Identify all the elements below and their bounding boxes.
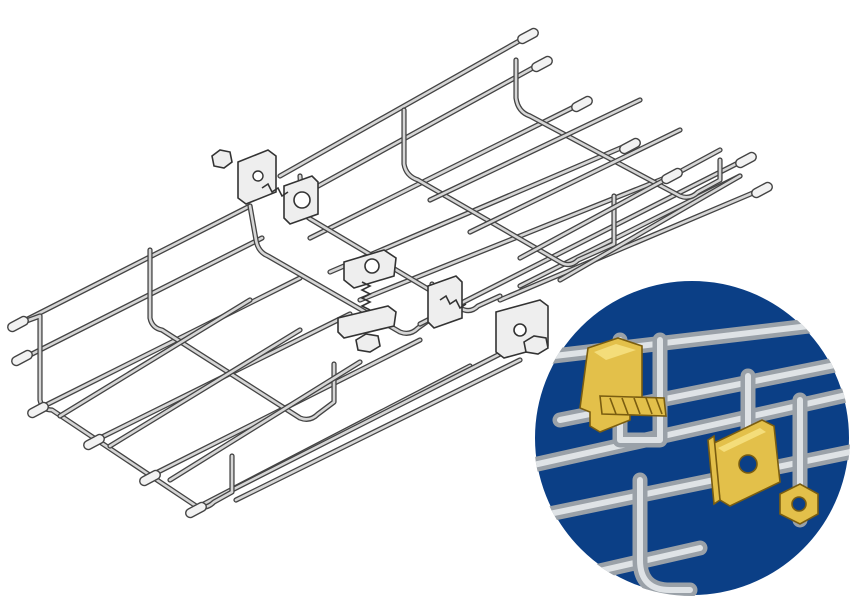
back-long-wire-5-highlight xyxy=(418,160,742,326)
back-wire-tip-4 xyxy=(661,167,683,185)
back-long-wire-0-highlight xyxy=(278,34,530,178)
back-cross-wire-1-highlight xyxy=(514,58,722,199)
back-cross-wire-0-highlight xyxy=(402,108,616,266)
front-wire-tip-2 xyxy=(27,401,49,419)
front-wire-tip-3 xyxy=(83,433,105,451)
back-floor-wire-3-highlight xyxy=(558,174,742,282)
back-floor-wire-0-highlight xyxy=(428,98,642,202)
back-floor-wire-1-highlight xyxy=(468,128,682,234)
back-wire-tip-3 xyxy=(619,137,641,155)
wire-tray-front-section xyxy=(7,203,523,519)
splice-clamp-top-left xyxy=(211,149,319,225)
back-floor-wire-2-highlight xyxy=(518,148,722,260)
front-cross-wire-1-highlight xyxy=(148,248,336,421)
back-long-wire-1-highlight xyxy=(298,62,542,198)
front-floor-wire-0-highlight xyxy=(58,298,252,418)
back-long-wire-6-highlight xyxy=(498,188,762,302)
front-long-wire-0-highlight xyxy=(16,204,252,326)
brass-clamp-plate xyxy=(707,419,781,507)
back-wire-tip-1 xyxy=(531,55,553,73)
back-wire-tip-2 xyxy=(571,95,593,113)
back-wire-tip-5 xyxy=(735,151,757,169)
back-cross-wire-1 xyxy=(513,57,723,200)
front-floor-wire-2-highlight xyxy=(168,360,362,482)
brass-hex-nut xyxy=(779,483,819,525)
front-long-wire-1-highlight xyxy=(26,236,264,358)
splice-clamp-center xyxy=(337,249,397,353)
front-floor-wire-1-highlight xyxy=(108,328,302,448)
back-wire-tip-6 xyxy=(751,181,773,199)
front-long-wire-7-highlight xyxy=(234,358,522,502)
wire-tray-back-section xyxy=(277,27,773,327)
front-wire-tip-1 xyxy=(11,349,33,367)
front-long-wire-6-highlight xyxy=(230,352,502,492)
front-wire-tip-4 xyxy=(139,469,161,487)
back-long-wire-2-highlight xyxy=(308,102,582,240)
front-long-wire-2-highlight xyxy=(38,276,302,410)
front-cross-wire-2-highlight xyxy=(248,204,434,335)
zoom-detail-circle xyxy=(533,279,850,597)
back-wire-tip-0 xyxy=(517,27,539,45)
front-wire-tip-0 xyxy=(7,315,29,333)
splice-clamp-right xyxy=(427,275,549,359)
brass-clamp-bracket xyxy=(579,337,667,433)
front-wire-tip-5 xyxy=(185,501,207,519)
